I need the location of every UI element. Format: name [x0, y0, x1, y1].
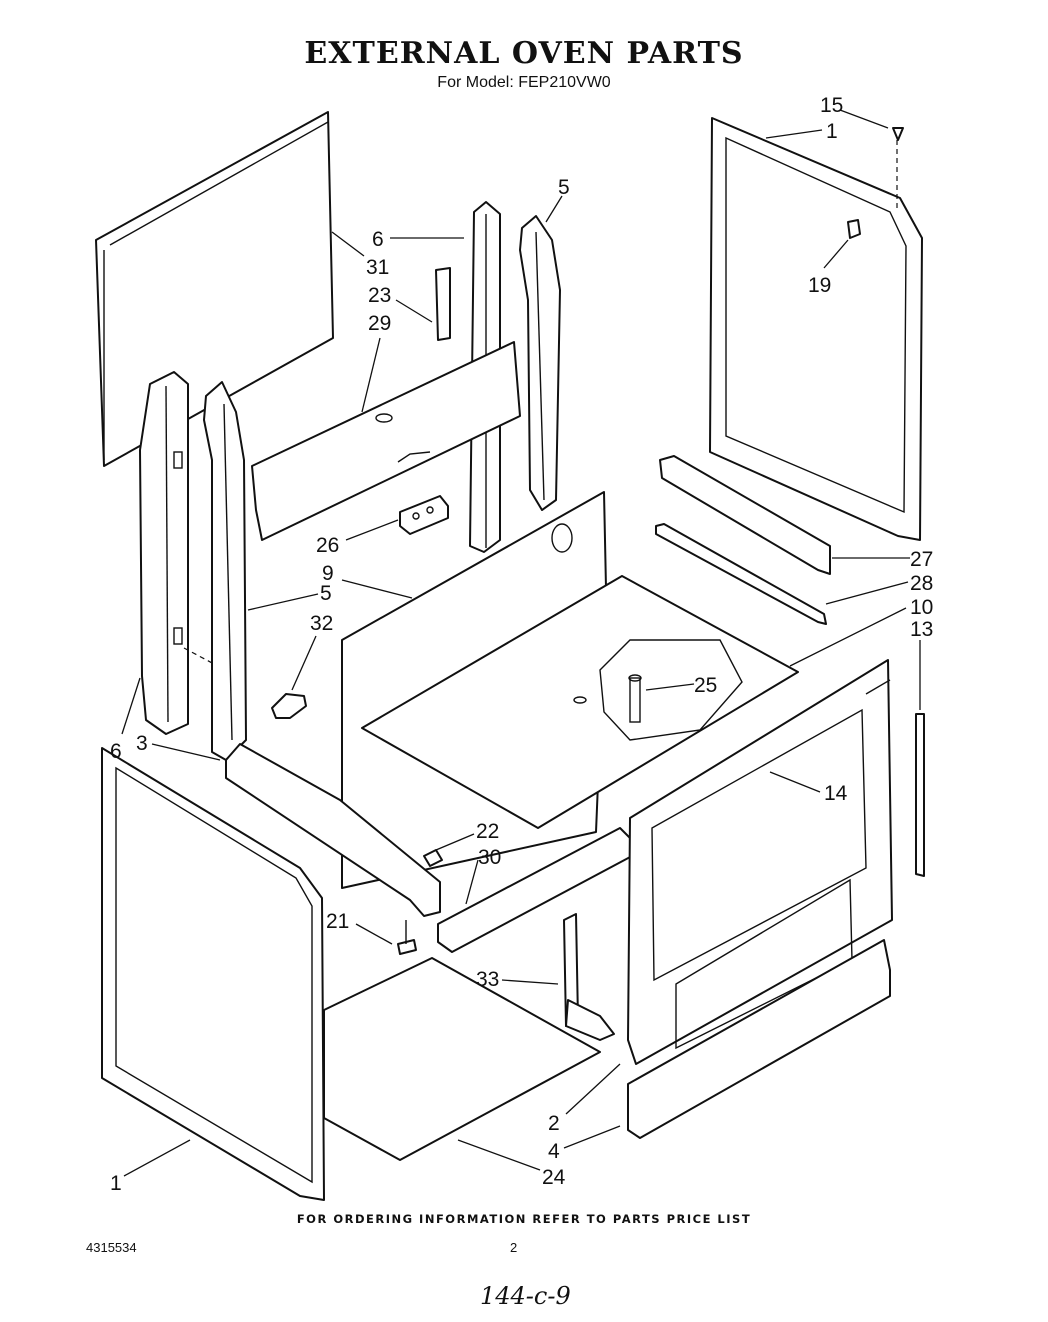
callout-14: 14 — [824, 782, 848, 805]
terminal-block — [399, 495, 449, 535]
callout-6-top: 6 — [372, 228, 384, 251]
door-hinge — [563, 913, 615, 1041]
side-panel-right — [709, 117, 923, 541]
document-number: 4315534 — [86, 1240, 137, 1255]
lower-channel — [225, 743, 441, 917]
rear-panel-top — [95, 111, 334, 467]
callout-32: 32 — [310, 612, 333, 635]
callout-15: 15 — [820, 94, 843, 117]
lower-front-trim — [627, 939, 891, 1139]
oven-top-panel — [361, 575, 799, 829]
trim-strip — [915, 713, 925, 877]
leveling-leg — [397, 920, 417, 955]
upright-channel-front-right — [203, 381, 247, 761]
callout-5-top: 5 — [558, 176, 570, 199]
callout-4: 4 — [548, 1140, 560, 1163]
side-panel-left — [101, 747, 325, 1201]
thermostat-switch — [271, 693, 307, 719]
callout-31: 31 — [366, 256, 389, 279]
callout-2: 2 — [548, 1112, 560, 1135]
page-number: 2 — [510, 1240, 518, 1255]
callout-27: 27 — [910, 548, 933, 571]
callout-13: 13 — [910, 618, 933, 641]
callout-1-top: 1 — [826, 120, 838, 143]
callout-24: 24 — [542, 1166, 566, 1189]
callout-23: 23 — [368, 284, 391, 307]
retaining-clip — [423, 849, 443, 867]
support-rail-upper — [659, 455, 831, 575]
callout-28: 28 — [910, 572, 933, 595]
front-frame — [627, 659, 893, 1065]
callout-6-low: 6 — [110, 740, 122, 763]
callout-26: 26 — [316, 534, 339, 557]
page-title: EXTERNAL OVEN PARTS — [304, 36, 744, 71]
handwritten-note: 144-c-9 — [480, 1282, 571, 1310]
callout-1-bottom: 1 — [110, 1172, 122, 1195]
callout-29: 29 — [368, 312, 391, 335]
callout-25: 25 — [694, 674, 717, 697]
support-rail-lower — [655, 523, 827, 625]
callout-10: 10 — [910, 596, 933, 619]
callout-21: 21 — [326, 910, 349, 933]
callout-9: 9 — [322, 562, 334, 585]
bracket-strip — [435, 267, 451, 341]
ordering-info-note: FOR ORDERING INFORMATION REFER TO PARTS … — [296, 1212, 752, 1226]
leader-lines — [121, 109, 921, 1177]
callout-30: 30 — [478, 846, 501, 869]
callout-5-mid: 5 — [320, 582, 332, 605]
callout-3: 3 — [136, 732, 148, 755]
callout-33: 33 — [476, 968, 499, 991]
upright-channel-rear-right — [519, 215, 561, 511]
rear-cross-panel — [251, 341, 521, 541]
upright-channel-front-left — [139, 371, 215, 735]
callout-labels: 15 1 19 5 6 31 23 29 26 9 5 32 27 28 10 … — [110, 94, 933, 1195]
callout-22: 22 — [476, 820, 499, 843]
model-subtitle: For Model: FEP210VW0 — [437, 74, 611, 91]
callout-19: 19 — [808, 274, 831, 297]
